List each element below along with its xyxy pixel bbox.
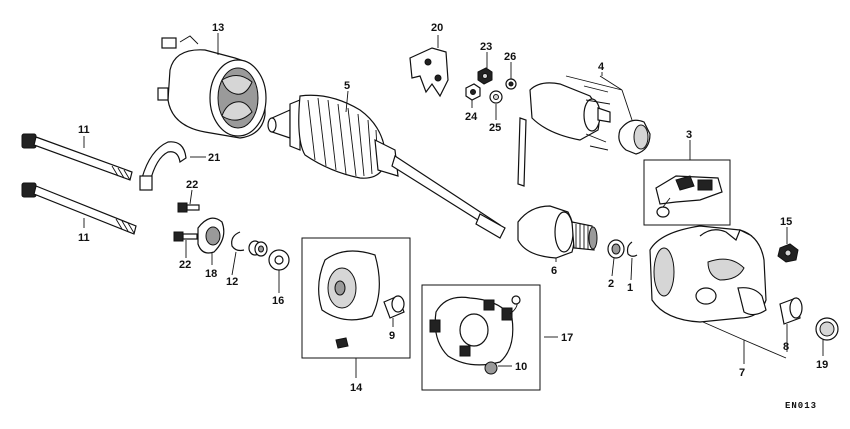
callout-23: 23: [480, 41, 492, 53]
callout-13: 13: [212, 22, 224, 34]
callout-14: 14: [350, 382, 363, 394]
part-17-group: [421, 284, 541, 391]
callout-18: 18: [205, 268, 217, 280]
part-26-washer: [505, 78, 517, 90]
part-6-pinion-clutch: [517, 205, 598, 259]
callout-10: 10: [515, 361, 527, 373]
callout-5: 5: [344, 80, 350, 92]
callout-22-upper: 22: [186, 179, 198, 191]
callout-1: 1: [627, 282, 633, 294]
part-1-circlip: [626, 241, 638, 257]
callout-26: 26: [504, 51, 516, 63]
callout-2: 2: [608, 278, 614, 290]
callout-22-lower: 22: [179, 259, 191, 271]
callout-15: 15: [780, 216, 792, 228]
callout-4: 4: [598, 61, 605, 73]
part-9-bushing: [383, 295, 405, 319]
part-11-bolt-upper: [21, 133, 133, 181]
callout-7: 7: [739, 367, 745, 379]
callout-17: 17: [561, 332, 573, 344]
part-13-yoke: [157, 35, 267, 139]
part-4-solenoid: [517, 75, 651, 187]
part-3-contact-plate: [643, 159, 731, 226]
callout-20: 20: [431, 22, 443, 34]
callout-25: 25: [489, 122, 501, 134]
callout-9: 9: [389, 330, 395, 342]
part-10-brush: [484, 361, 498, 375]
figure-code: EN013: [785, 401, 817, 411]
part-16-washer: [268, 249, 290, 271]
part-8-bushing: [779, 297, 803, 325]
part-22-screw-lower: [173, 231, 198, 242]
part-22-screw-upper: [177, 202, 200, 213]
callout-11-upper: 11: [78, 124, 90, 136]
part-14-group: [301, 237, 411, 359]
leader-lines: [83, 33, 824, 378]
part-7-gear-housing: [649, 225, 767, 323]
callout-21: 21: [208, 152, 220, 164]
callout-12: 12: [226, 276, 238, 288]
callout-19: 19: [816, 359, 828, 371]
callout-24: 24: [465, 111, 478, 123]
callout-16: 16: [272, 295, 284, 307]
callout-6: 6: [551, 265, 557, 277]
part-24-nut: [465, 83, 481, 101]
part-21-clamp: [139, 141, 187, 191]
callout-3: 3: [686, 129, 692, 141]
spacer-washer: [248, 240, 268, 257]
part-25-washer: [489, 90, 503, 104]
part-12-circlip: [231, 231, 245, 252]
callout-8: 8: [783, 341, 789, 353]
part-20-bracket: [409, 47, 449, 98]
part-11-bolt-lower: [21, 182, 137, 235]
part-2-stop-collar: [607, 239, 625, 259]
part-19-dust-cap: [815, 317, 839, 341]
part-5-armature: [267, 94, 506, 239]
callout-11-lower: 11: [78, 232, 90, 244]
callout-labels: 13 5 11 11 21 22 22 18 12 16 14 9 17 10 …: [78, 22, 828, 394]
part-18-end-plate: [197, 217, 225, 254]
part-23-nut: [477, 67, 493, 85]
part-15-nut: [777, 243, 799, 263]
